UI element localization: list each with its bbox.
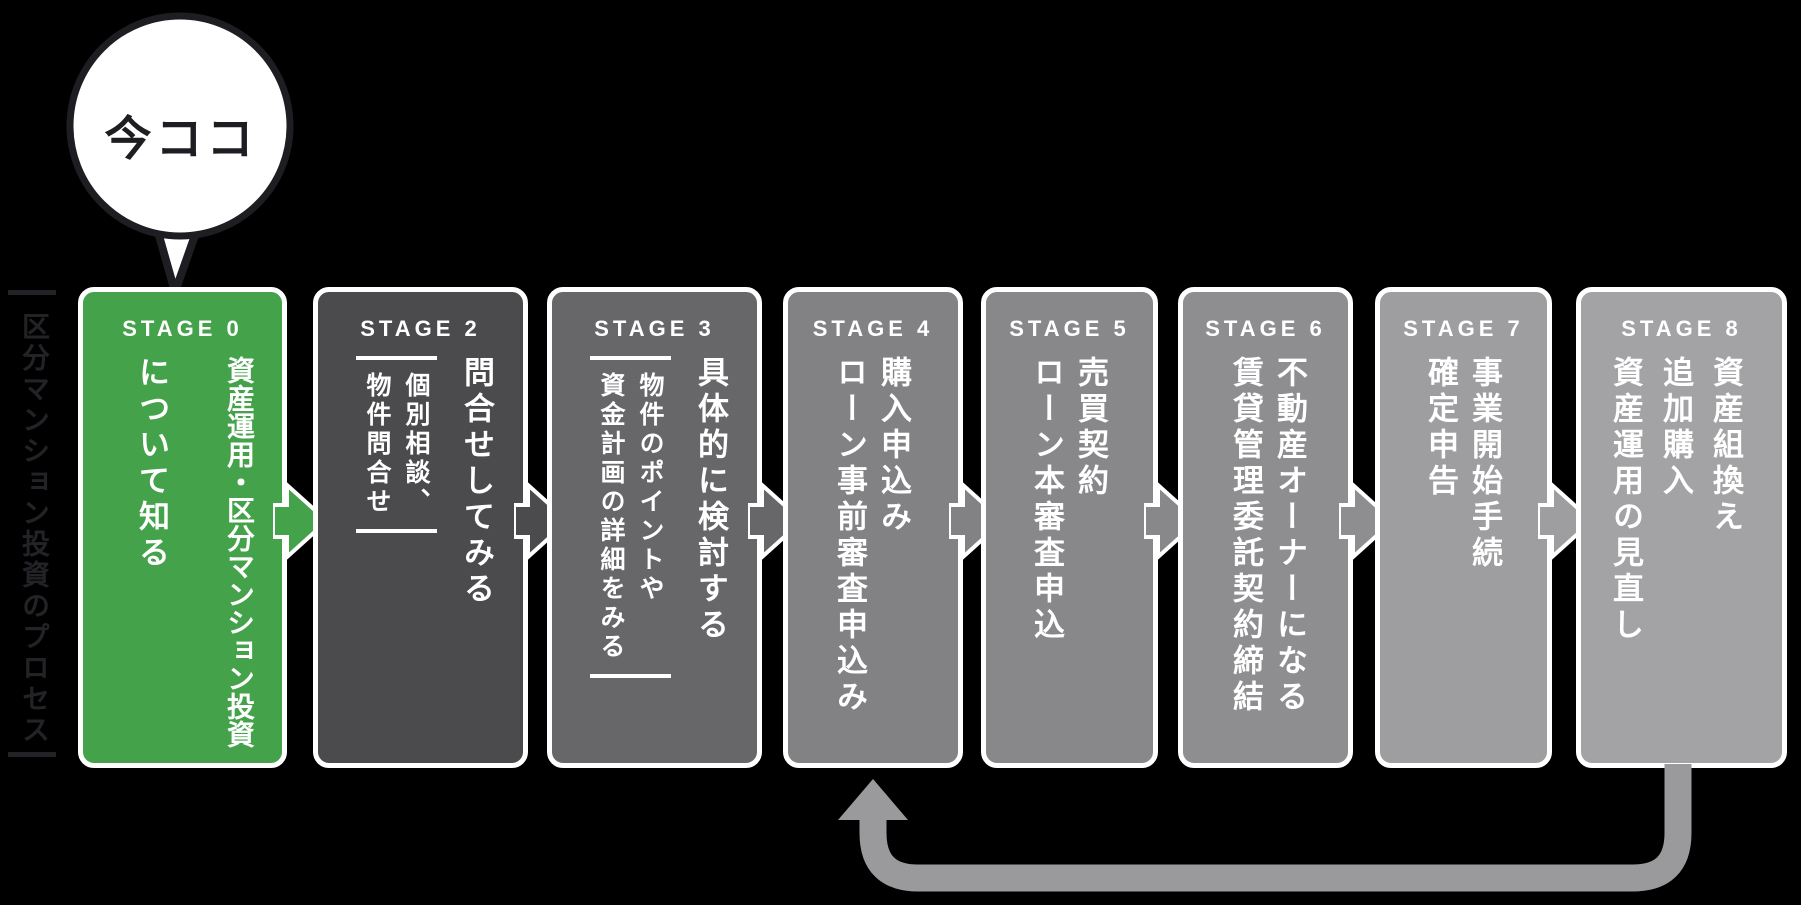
- stage-body: 資産組換え追加購入資産運用の見直し: [1587, 356, 1746, 753]
- stage-title-column: 売買契約: [1073, 356, 1108, 500]
- stage-4: STAGE 4 購入申込みローン事前審査申込み: [783, 287, 963, 768]
- process-axis-label: 区分マンション投資のプロセス: [19, 312, 50, 746]
- stage-connector-arrow-icon: [746, 480, 806, 565]
- stage-body: 不動産オーナーになる賃貸管理委託契約締結: [1189, 356, 1310, 753]
- stage-title-column: 購入申込み: [876, 356, 911, 536]
- stage-body: 具体的に検討する物件のポイントや資金計画の詳細をみる: [558, 356, 731, 753]
- stage-title-column: 資産運用の見直し: [1608, 356, 1643, 644]
- stage-6: STAGE 6 不動産オーナーになる賃貸管理委託契約締結: [1178, 287, 1353, 768]
- stage-subtext-column: 資金計画の詳細をみる: [597, 372, 625, 662]
- stage-subtext-block: 個別相談、物件問合せ: [356, 356, 437, 533]
- stage-label: STAGE 0: [122, 316, 243, 341]
- stage-0: STAGE 0 資産運用・区分マンション投資 について知る: [78, 287, 287, 768]
- stage-subtext-block: 物件のポイントや資金計画の詳細をみる: [590, 356, 671, 678]
- loop-back-path: [859, 764, 1692, 892]
- stage-label: STAGE 2: [360, 316, 481, 341]
- stage-label: STAGE 6: [1205, 316, 1326, 341]
- stage-title-column: 不動産オーナーになる: [1272, 356, 1307, 716]
- stage-subtext-column: 物件問合せ: [363, 372, 391, 517]
- stage-body: 売買契約ローン本審査申込: [992, 356, 1111, 753]
- stage-title-column: 具体的に検討する: [693, 356, 728, 644]
- stage-label: STAGE 5: [1009, 316, 1130, 341]
- current-position-bubble: [66, 12, 294, 296]
- stage-title-column: 事業開始手続: [1467, 356, 1502, 572]
- stage-body: 購入申込みローン事前審査申込み: [794, 356, 914, 753]
- loop-back-arrowhead: [838, 779, 908, 820]
- stage-body: 事業開始手続確定申告: [1386, 356, 1505, 753]
- stage-title-column: 賃貸管理委託契約締結: [1228, 356, 1263, 716]
- stage-label: STAGE 4: [812, 316, 934, 341]
- current-position-label: 今ココ: [104, 112, 258, 165]
- bracket-line-top: [8, 290, 56, 295]
- stage-body: 問合せしてみる個別相談、物件問合せ: [324, 356, 497, 753]
- stage-8: STAGE 8 資産組換え追加購入資産運用の見直し: [1576, 287, 1787, 768]
- stage-title-column: 資産組換え: [1708, 356, 1743, 536]
- bracket-line-bottom: [8, 752, 56, 757]
- stage-7: STAGE 7 事業開始手続確定申告: [1375, 287, 1552, 768]
- stage-title-column: 資産運用・区分マンション投資: [224, 356, 255, 748]
- stage-title-column: 問合せしてみる: [459, 356, 494, 608]
- stage-title-column: 確定申告: [1423, 356, 1458, 500]
- stage-connector-arrow-icon: [1337, 480, 1397, 565]
- stage-title-column: ローン事前審査申込み: [832, 356, 867, 716]
- bubble-circle: [66, 12, 294, 240]
- stage-subtext-column: 物件のポイントや: [636, 372, 664, 604]
- stage-body: 資産運用・区分マンション投資 について知る: [89, 356, 260, 753]
- stage-title-column: について知る: [134, 356, 169, 572]
- stage-connector-arrow-icon: [1536, 480, 1596, 565]
- stage-title-column: ローン本審査申込: [1029, 356, 1064, 644]
- stage-label: STAGE 3: [594, 316, 715, 341]
- stage-label: STAGE 8: [1621, 316, 1742, 341]
- stage-5: STAGE 5 売買契約ローン本審査申込: [981, 287, 1158, 768]
- stage-connector-arrow-icon: [271, 480, 331, 565]
- stage-subtext-column: 個別相談、: [402, 372, 430, 517]
- stage-label: STAGE 7: [1403, 316, 1524, 341]
- stage-title-column: 追加購入: [1658, 356, 1693, 500]
